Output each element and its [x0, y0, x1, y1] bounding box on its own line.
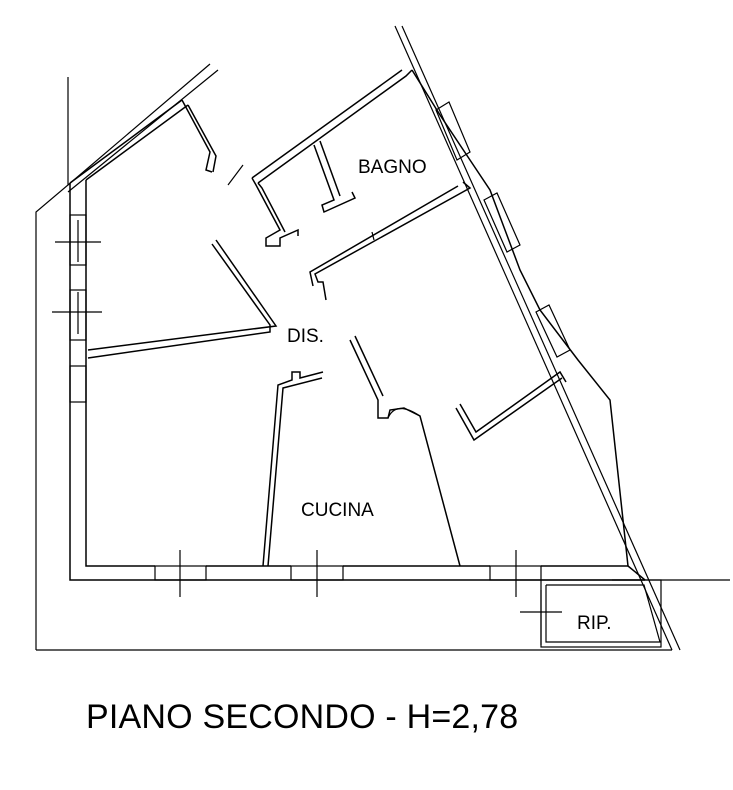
room-label-rip: RIP. — [577, 613, 612, 634]
window-jambs — [69, 101, 571, 581]
interior-walls — [87, 99, 567, 567]
site-boundary — [35, 25, 730, 651]
plan-title: PIANO SECONDO - H=2,78 — [86, 698, 519, 736]
room-label-dis: DIS. — [287, 326, 324, 347]
storage-room — [540, 579, 662, 648]
room-label-bagno: BAGNO — [358, 157, 427, 178]
room-label-cucina: CUCINA — [301, 500, 374, 521]
